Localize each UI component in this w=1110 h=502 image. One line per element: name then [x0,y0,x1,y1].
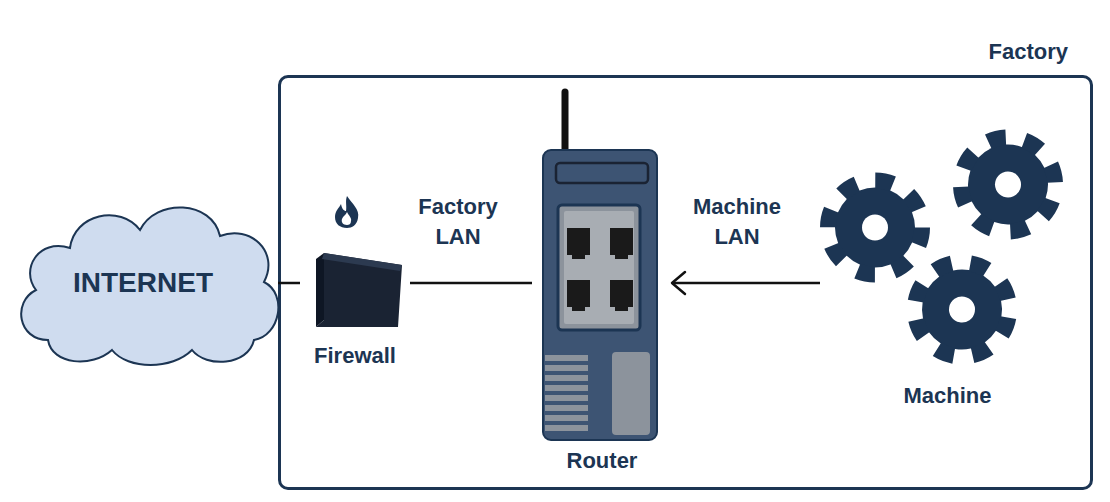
network-link [410,283,532,284]
node-label: Router [512,447,692,475]
node-label: Firewall [280,342,430,370]
machine-node: Machine [820,125,1075,410]
router-node: Router [532,85,672,475]
network-link [672,272,820,294]
factory-boundary: Factory Firewall Router [278,75,1093,490]
edge-label: Machine LAN [681,192,793,252]
node-label: Machine [800,382,1095,410]
firewall-node: Firewall [300,195,410,370]
node-label: INTERNET [8,269,278,297]
machine-gears [820,125,1075,410]
router-device [532,85,672,475]
internet-cloud: INTERNET [8,190,278,375]
network-link [278,283,300,284]
edge-label: Factory LAN [402,192,514,252]
node-label: Factory [989,38,1068,66]
